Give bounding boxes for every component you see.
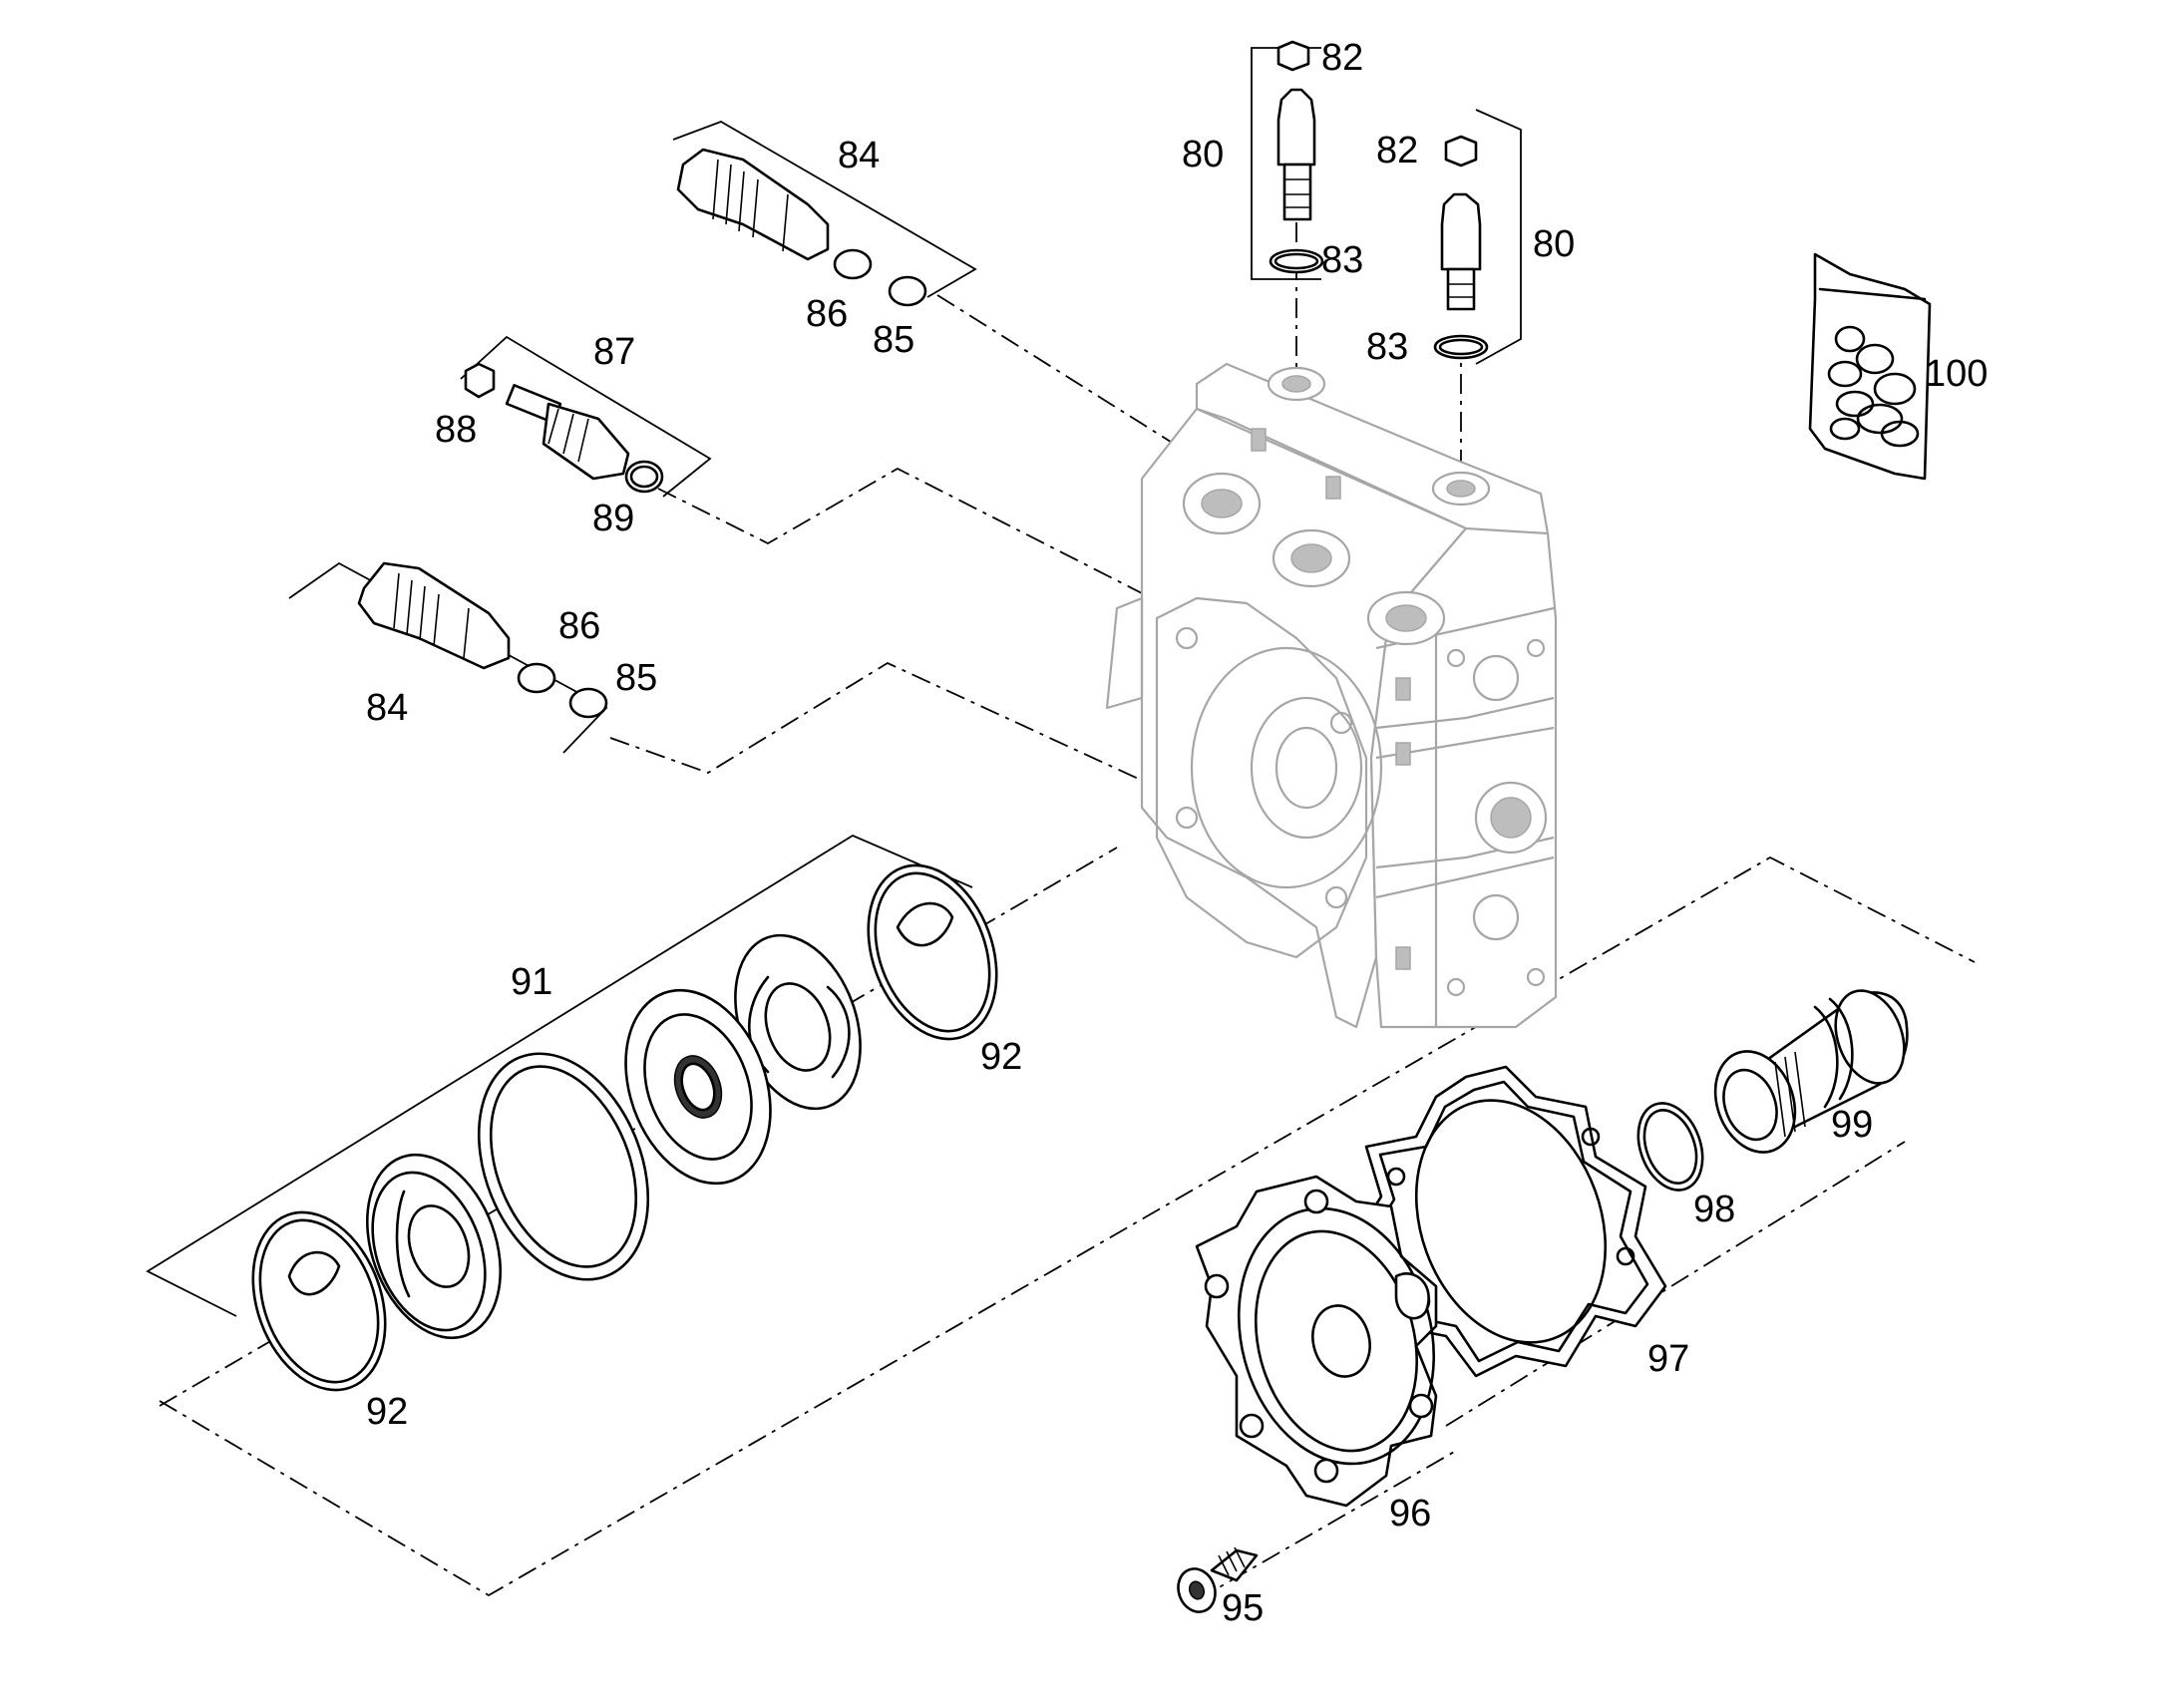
callout-89: 89 [592,498,634,539]
callout-84: 84 [366,687,408,729]
cartridge-84-lower [357,561,608,719]
shaft-99 [1713,989,1909,1154]
callout-83: 83 [1366,326,1408,368]
callout-99: 99 [1831,1104,1873,1146]
assembly-lines [159,184,1976,1601]
callout-88: 88 [435,409,477,451]
seal-kit-100 [1808,252,1932,481]
callout-labels: 82 80 83 82 80 83 84 86 85 87 88 89 86 8… [366,37,1988,1629]
callout-87: 87 [593,331,635,373]
cover-96 [1195,1175,1438,1508]
callout-84: 84 [838,135,880,176]
callout-80: 80 [1533,223,1575,265]
callout-82: 82 [1376,130,1418,171]
valve-80-right [1433,135,1489,360]
gear-set-91 [251,863,998,1392]
callout-82: 82 [1321,37,1363,79]
callout-80: 80 [1182,134,1224,175]
callout-85: 85 [615,657,657,699]
callout-85: 85 [873,319,914,361]
valve-housing [1105,362,1558,1029]
callout-92: 92 [980,1036,1022,1078]
callout-97: 97 [1647,1338,1689,1380]
callout-95: 95 [1222,1587,1264,1629]
valve-80-left [1269,40,1324,274]
callout-96: 96 [1389,1493,1431,1535]
callout-92: 92 [366,1391,408,1433]
callout-86: 86 [558,605,600,647]
callout-100: 100 [1925,353,1988,395]
valve-87 [464,362,664,494]
cartridge-84-upper [676,148,927,307]
callout-98: 98 [1693,1189,1735,1230]
screw-95 [1177,1546,1259,1613]
callout-86: 86 [806,293,848,335]
callout-91: 91 [511,961,552,1003]
snap-ring-98 [1636,1102,1704,1192]
callout-83: 83 [1321,239,1363,281]
